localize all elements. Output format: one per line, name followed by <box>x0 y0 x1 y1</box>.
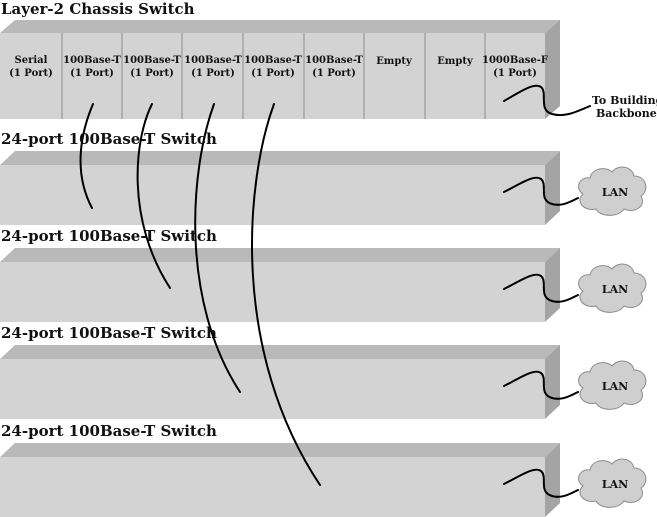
slot-name: Empty <box>437 56 474 67</box>
backbone-label-line2: Backbone <box>596 107 657 120</box>
slot-ports: (1 Port) <box>493 68 537 79</box>
switch-title: 24-port 100Base-T Switch <box>1 130 217 148</box>
switch-title: 24-port 100Base-T Switch <box>1 422 217 440</box>
slot-name: 1000Base-F <box>482 55 548 66</box>
lan-label: LAN <box>602 283 628 296</box>
chassis-side-face <box>545 20 560 119</box>
slot-ports: (1 Port) <box>312 68 356 79</box>
lan-cable <box>503 468 579 498</box>
switch-top-face <box>0 443 560 457</box>
switch-side-face <box>545 248 560 322</box>
chassis-front-face <box>0 33 545 119</box>
slot-ports: (1 Port) <box>191 68 235 79</box>
backbone-label-line1: To Building <box>592 94 657 107</box>
chassis-top-face <box>0 20 560 33</box>
lan-cable <box>503 176 579 206</box>
slot-name: 100Base-T <box>123 55 181 66</box>
slot-ports: (1 Port) <box>70 68 114 79</box>
workgroup-switch-2: LAN <box>0 248 647 322</box>
switch-front-face <box>0 359 545 419</box>
switch-front-face <box>0 262 545 322</box>
uplink-cable-switch-3 <box>194 103 241 393</box>
workgroup-switch-3: LAN <box>0 345 647 419</box>
lan-label: LAN <box>602 478 628 491</box>
workgroup-switch-1: LAN <box>0 151 647 225</box>
switch-side-face <box>545 443 560 517</box>
slot-name: 100Base-T <box>244 55 302 66</box>
backbone-uplink-cable <box>503 84 591 116</box>
switch-front-face <box>0 165 545 225</box>
uplink-cable-switch-4 <box>251 103 321 486</box>
lan-label: LAN <box>602 186 628 199</box>
switch-title: 24-port 100Base-T Switch <box>1 324 217 342</box>
slot-name: Serial <box>15 55 48 66</box>
switch-top-face <box>0 248 560 262</box>
lan-cloud-icon <box>578 458 647 508</box>
switch-front-face <box>0 457 545 517</box>
uplink-cable-switch-2 <box>136 103 171 289</box>
lan-cloud-icon <box>578 263 647 313</box>
chassis-title: Layer-2 Chassis Switch <box>1 0 195 18</box>
slot-name: 100Base-T <box>63 55 121 66</box>
slot-name: Empty <box>376 56 413 67</box>
lan-cloud-icon <box>578 360 647 410</box>
slot-name: 100Base-T <box>184 55 242 66</box>
slot-ports: (1 Port) <box>130 68 174 79</box>
switch-side-face <box>545 151 560 225</box>
workgroup-switch-4: LAN <box>0 443 647 517</box>
switch-top-face <box>0 151 560 165</box>
lan-cable <box>503 273 579 303</box>
slot-ports: (1 Port) <box>251 68 295 79</box>
slot-ports: (1 Port) <box>9 68 53 79</box>
switch-top-face <box>0 345 560 359</box>
lan-cloud-icon <box>578 166 647 216</box>
uplink-cable-switch-1 <box>79 103 94 209</box>
chassis-switch: Serial (1 Port) 100Base-T (1 Port) 100Ba… <box>0 20 591 119</box>
lan-cable <box>503 370 579 400</box>
slot-name: 100Base-T <box>305 55 363 66</box>
lan-label: LAN <box>602 380 628 393</box>
switch-title: 24-port 100Base-T Switch <box>1 227 217 245</box>
switch-side-face <box>545 345 560 419</box>
